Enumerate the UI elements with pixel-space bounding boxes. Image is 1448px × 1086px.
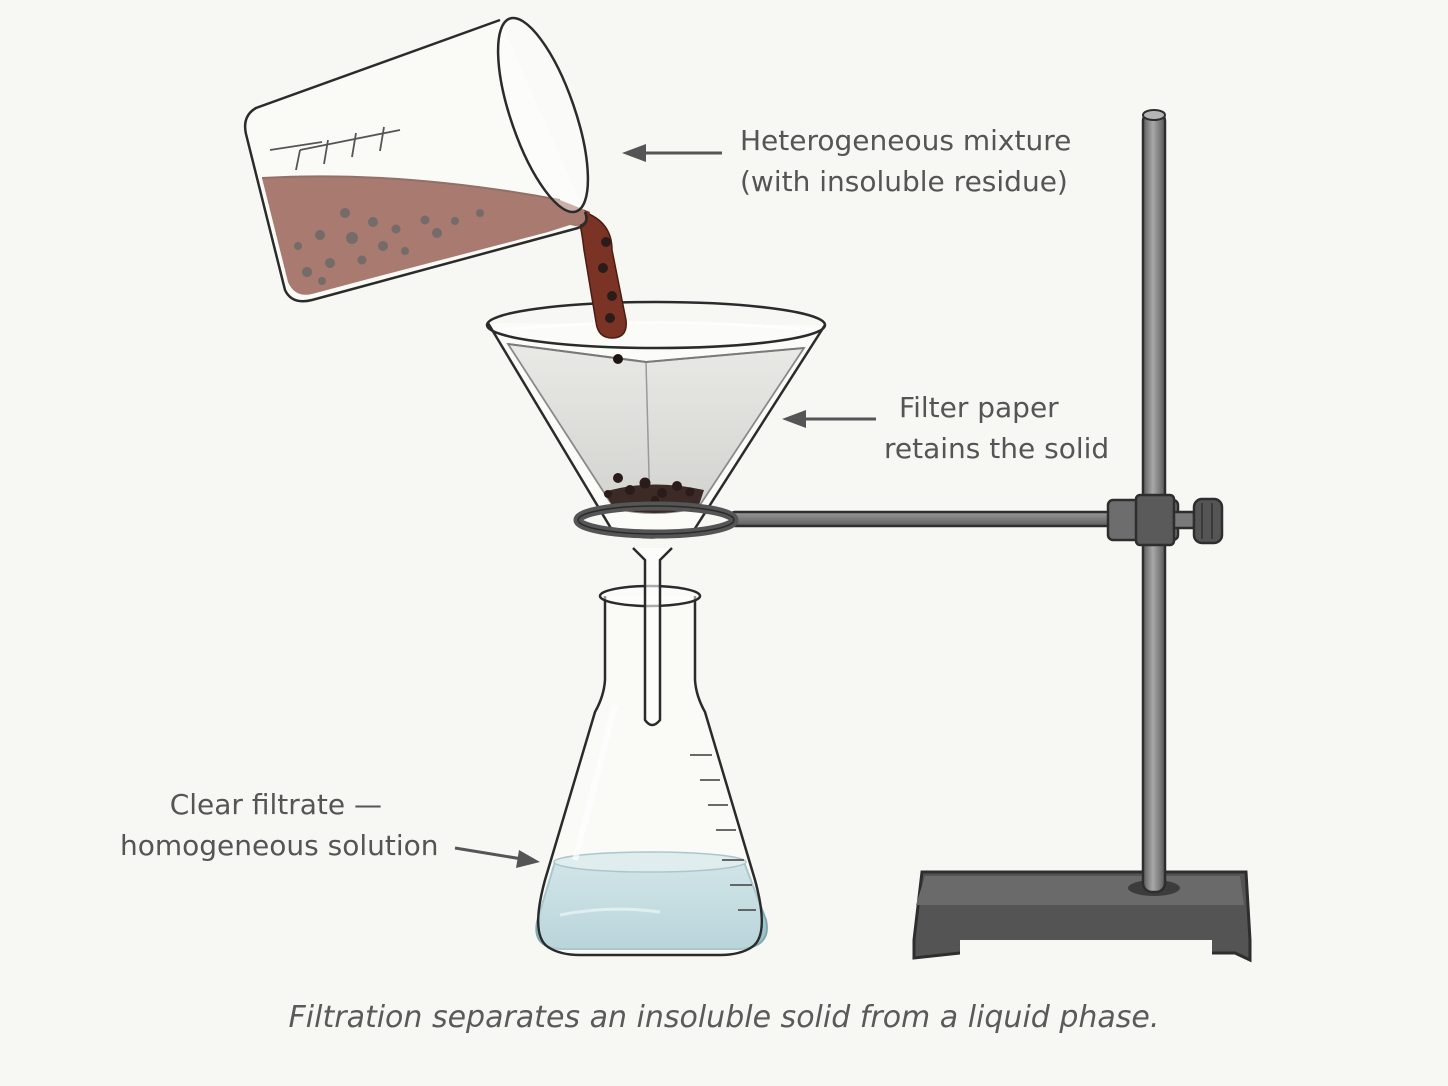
- ring-stand: [728, 109, 1252, 963]
- funnel-rim: [485, 300, 827, 350]
- beaker-mouth: [496, 16, 590, 214]
- filtrate-label: Clear filtrate — homogeneous solution: [120, 784, 439, 866]
- filter-paper-label: Filter paper retains the solid: [884, 387, 1109, 469]
- filtrate-label-line-1: Clear filtrate —: [169, 788, 382, 821]
- falling-particle: [613, 354, 623, 364]
- arrow-to-filter: [782, 410, 876, 428]
- funnel-stem: [632, 547, 673, 727]
- mixture-label-line-1: Heterogeneous mixture: [740, 124, 1072, 157]
- arrow-to-filtrate: [454, 846, 540, 868]
- stand-base: [912, 870, 1252, 963]
- mixture-label-line-2: (with insoluble residue): [740, 165, 1068, 198]
- erlenmeyer-flask: [535, 584, 768, 957]
- filter-label-line-1: Filter paper: [899, 391, 1059, 424]
- pouring-stream: [577, 211, 627, 364]
- ring-arm: [728, 510, 1114, 528]
- tilted-beaker: [243, 16, 590, 303]
- filtrate-label-line-2: homogeneous solution: [120, 829, 439, 862]
- filter-label-line-2: retains the solid: [884, 432, 1110, 465]
- clamp-screw-knob: [1192, 497, 1224, 545]
- figure-caption: Filtration separates an insoluble solid …: [288, 1000, 1160, 1035]
- funnel: [485, 300, 827, 727]
- mixture-label: Heterogeneous mixture (with insoluble re…: [740, 120, 1071, 202]
- filtrate-liquid: [535, 861, 768, 950]
- annotation-arrows: [454, 144, 876, 868]
- beaker-graduations: [269, 126, 401, 171]
- residue-particles: [604, 473, 695, 504]
- arrow-to-beaker: [622, 144, 722, 162]
- mixture-particles: [294, 208, 484, 285]
- flask-glass: [536, 596, 764, 957]
- mixture-liquid: [262, 176, 590, 295]
- flask-graduations: [690, 754, 756, 911]
- clamp: [1106, 493, 1224, 547]
